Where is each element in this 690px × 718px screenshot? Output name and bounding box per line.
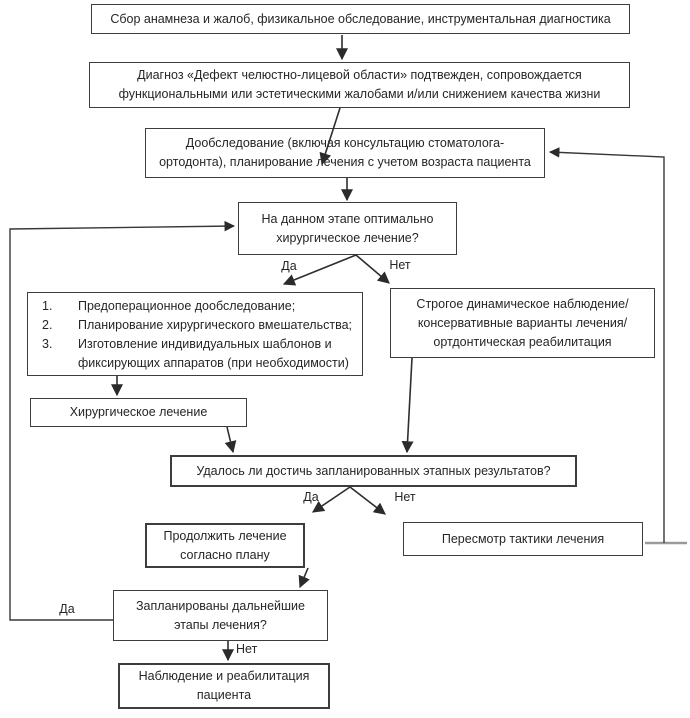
list-item-number: 3. [42,337,53,351]
list-item-number: 2. [42,318,53,332]
label-yes-surgery-branch: Да [281,259,297,273]
list-item-number: 1. [42,299,53,313]
box-continue-per-plan: Продолжить лечение согласно плану [145,523,305,568]
box-observation-rehabilitation: Наблюдение и реабилитация пациента [118,663,330,709]
box-collect-anamnesis: Сбор анамнеза и жалоб, физикальное обсле… [91,4,630,34]
box-preop-procedure-list: 1. Предоперационное дообследование; 2. П… [27,292,363,376]
label-no-results-branch: Нет [394,490,416,504]
label-no-surgery-branch: Нет [389,258,411,272]
list-item-text: Изготовление индивидуальных шаблонов и ф… [78,337,349,370]
box-revise-tactics-text: Пересмотр тактики лечения [441,531,605,546]
label-no-final-branch: Нет [236,642,258,656]
box-question-surgery-optimal-text: На данном этапе оптимально хирургическое… [261,211,434,245]
arrow-continue-to-further-stages [298,567,310,589]
box-revise-tactics: Пересмотр тактики лечения [403,522,643,556]
list-item-text: Планирование хирургического вмешательств… [78,318,352,332]
box-question-further-stages: Запланированы дальнейшие этапы лечения? [113,590,328,641]
arrow-conservative-to-results [401,357,414,454]
box-continue-per-plan-text: Продолжить лечение согласно плану [163,528,287,562]
box-question-stage-results: Удалось ли достичь запланированных этапн… [170,455,577,487]
list-item: 2. Планирование хирургического вмешатель… [42,316,356,335]
box-workup-planning-text: Дообследование (включая консультацию сто… [159,136,531,169]
box-surgical-treatment: Хирургическое лечение [30,398,247,427]
list-item: 1. Предоперационное дообследование; [42,297,356,316]
arrow-surgery-to-results [224,426,237,454]
label-yes-loop-branch: Да [59,602,75,616]
list-item: 3. Изготовление индивидуальных шаблонов … [42,335,356,373]
box-question-further-stages-text: Запланированы дальнейшие этапы лечения? [136,598,305,632]
box-collect-anamnesis-text: Сбор анамнеза и жалоб, физикальное обсле… [110,11,611,26]
box-question-surgery-optimal: На данном этапе оптимально хирургическое… [238,202,457,255]
box-conservative-observation-text: Строгое динамическое наблюдение/ консерв… [416,296,629,349]
box-observation-rehabilitation-text: Наблюдение и реабилитация пациента [138,669,310,702]
arrow-no-to-conservative [355,254,390,284]
box-question-stage-results-text: Удалось ли достичь запланированных этапн… [196,463,551,478]
arrow-no-to-revision [349,486,386,515]
box-conservative-observation: Строгое динамическое наблюдение/ консерв… [390,288,655,358]
box-workup-planning: Дообследование (включая консультацию сто… [145,128,545,178]
box-surgical-treatment-text: Хирургическое лечение [69,405,208,419]
list-item-text: Предоперационное дообследование; [78,299,296,313]
label-yes-results-branch: Да [303,490,319,504]
box-diagnosis-confirmed: Диагноз «Дефект челюстно-лицевой области… [89,62,630,108]
box-diagnosis-confirmed-text: Диагноз «Дефект челюстно-лицевой области… [118,68,601,101]
